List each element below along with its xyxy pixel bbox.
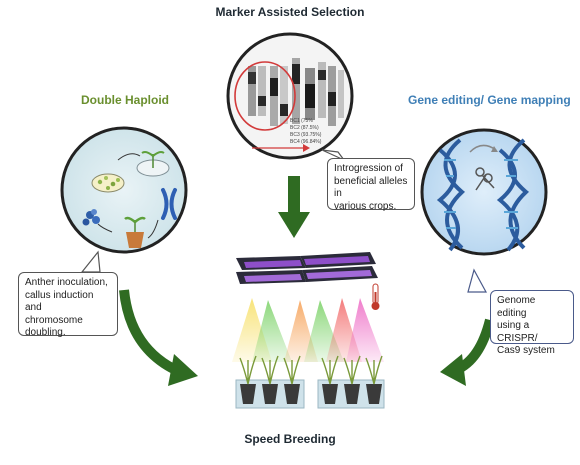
gene-editing-title: Gene editing/ Gene mapping: [408, 93, 571, 107]
introgression-line-2: beneficial alleles in: [334, 175, 408, 200]
anther-callout: Anther inoculation, callus induction and…: [18, 272, 118, 338]
anther-line-2: callus induction and: [25, 289, 94, 314]
gel-bars: [248, 58, 344, 126]
introgression-line-3: various crops.: [334, 200, 397, 212]
cells-icon: [82, 209, 100, 226]
gene-editing-circle: [420, 128, 548, 256]
grow-lamp: [236, 252, 378, 284]
left-curve-arrow: [119, 289, 198, 386]
selection-highlight: [234, 61, 296, 131]
introgression-line-1: Introgression of: [334, 163, 403, 174]
chromosome-icon: [161, 188, 177, 220]
bc-label-4: BC4 (96.84%): [290, 139, 322, 145]
dna-helix-icon: [436, 138, 530, 252]
right-curve-arrow: [440, 318, 495, 386]
genome-line-1: Genome editing: [497, 295, 536, 319]
anther-line-3: chromosome: [25, 314, 83, 326]
thermometer-icon: [371, 283, 380, 310]
down-arrow: [278, 176, 310, 238]
crop-pots: [235, 355, 385, 409]
genome-callout: Genome editing using a CRISPR/ Cas9 syst…: [490, 290, 574, 356]
bc-label-1: BC1 (75%: [290, 118, 313, 124]
speed-breeding-title: Speed Breeding: [244, 432, 336, 446]
bc-label-2: BC2 (87.5%): [290, 125, 319, 131]
petri-dish-icon: [91, 173, 125, 193]
introgression-callout: Introgression of beneficial alleles in v…: [327, 158, 415, 212]
anther-line-4: doubling.: [25, 327, 66, 338]
marker-selection-circle: BC1 (75% BC2 (87.5%) BC3 (93.75%) BC4 (9…: [226, 32, 354, 160]
bc-label-3: BC3 (93.75%): [290, 132, 322, 138]
marker-assisted-selection-title: Marker Assisted Selection: [215, 5, 365, 19]
genome-line-2: using a CRISPR/: [497, 320, 538, 344]
potted-plant-icon: [124, 216, 146, 248]
genome-line-3: Cas9 system: [497, 345, 555, 356]
cycle-arrow: [117, 153, 141, 161]
anther-line-1: Anther inoculation,: [25, 277, 108, 288]
double-haploid-title: Double Haploid: [81, 93, 169, 107]
double-haploid-circle: [60, 126, 188, 254]
plantlet-dish-icon: [136, 151, 170, 177]
scissors-icon: [475, 167, 495, 191]
light-beams: [232, 298, 384, 362]
